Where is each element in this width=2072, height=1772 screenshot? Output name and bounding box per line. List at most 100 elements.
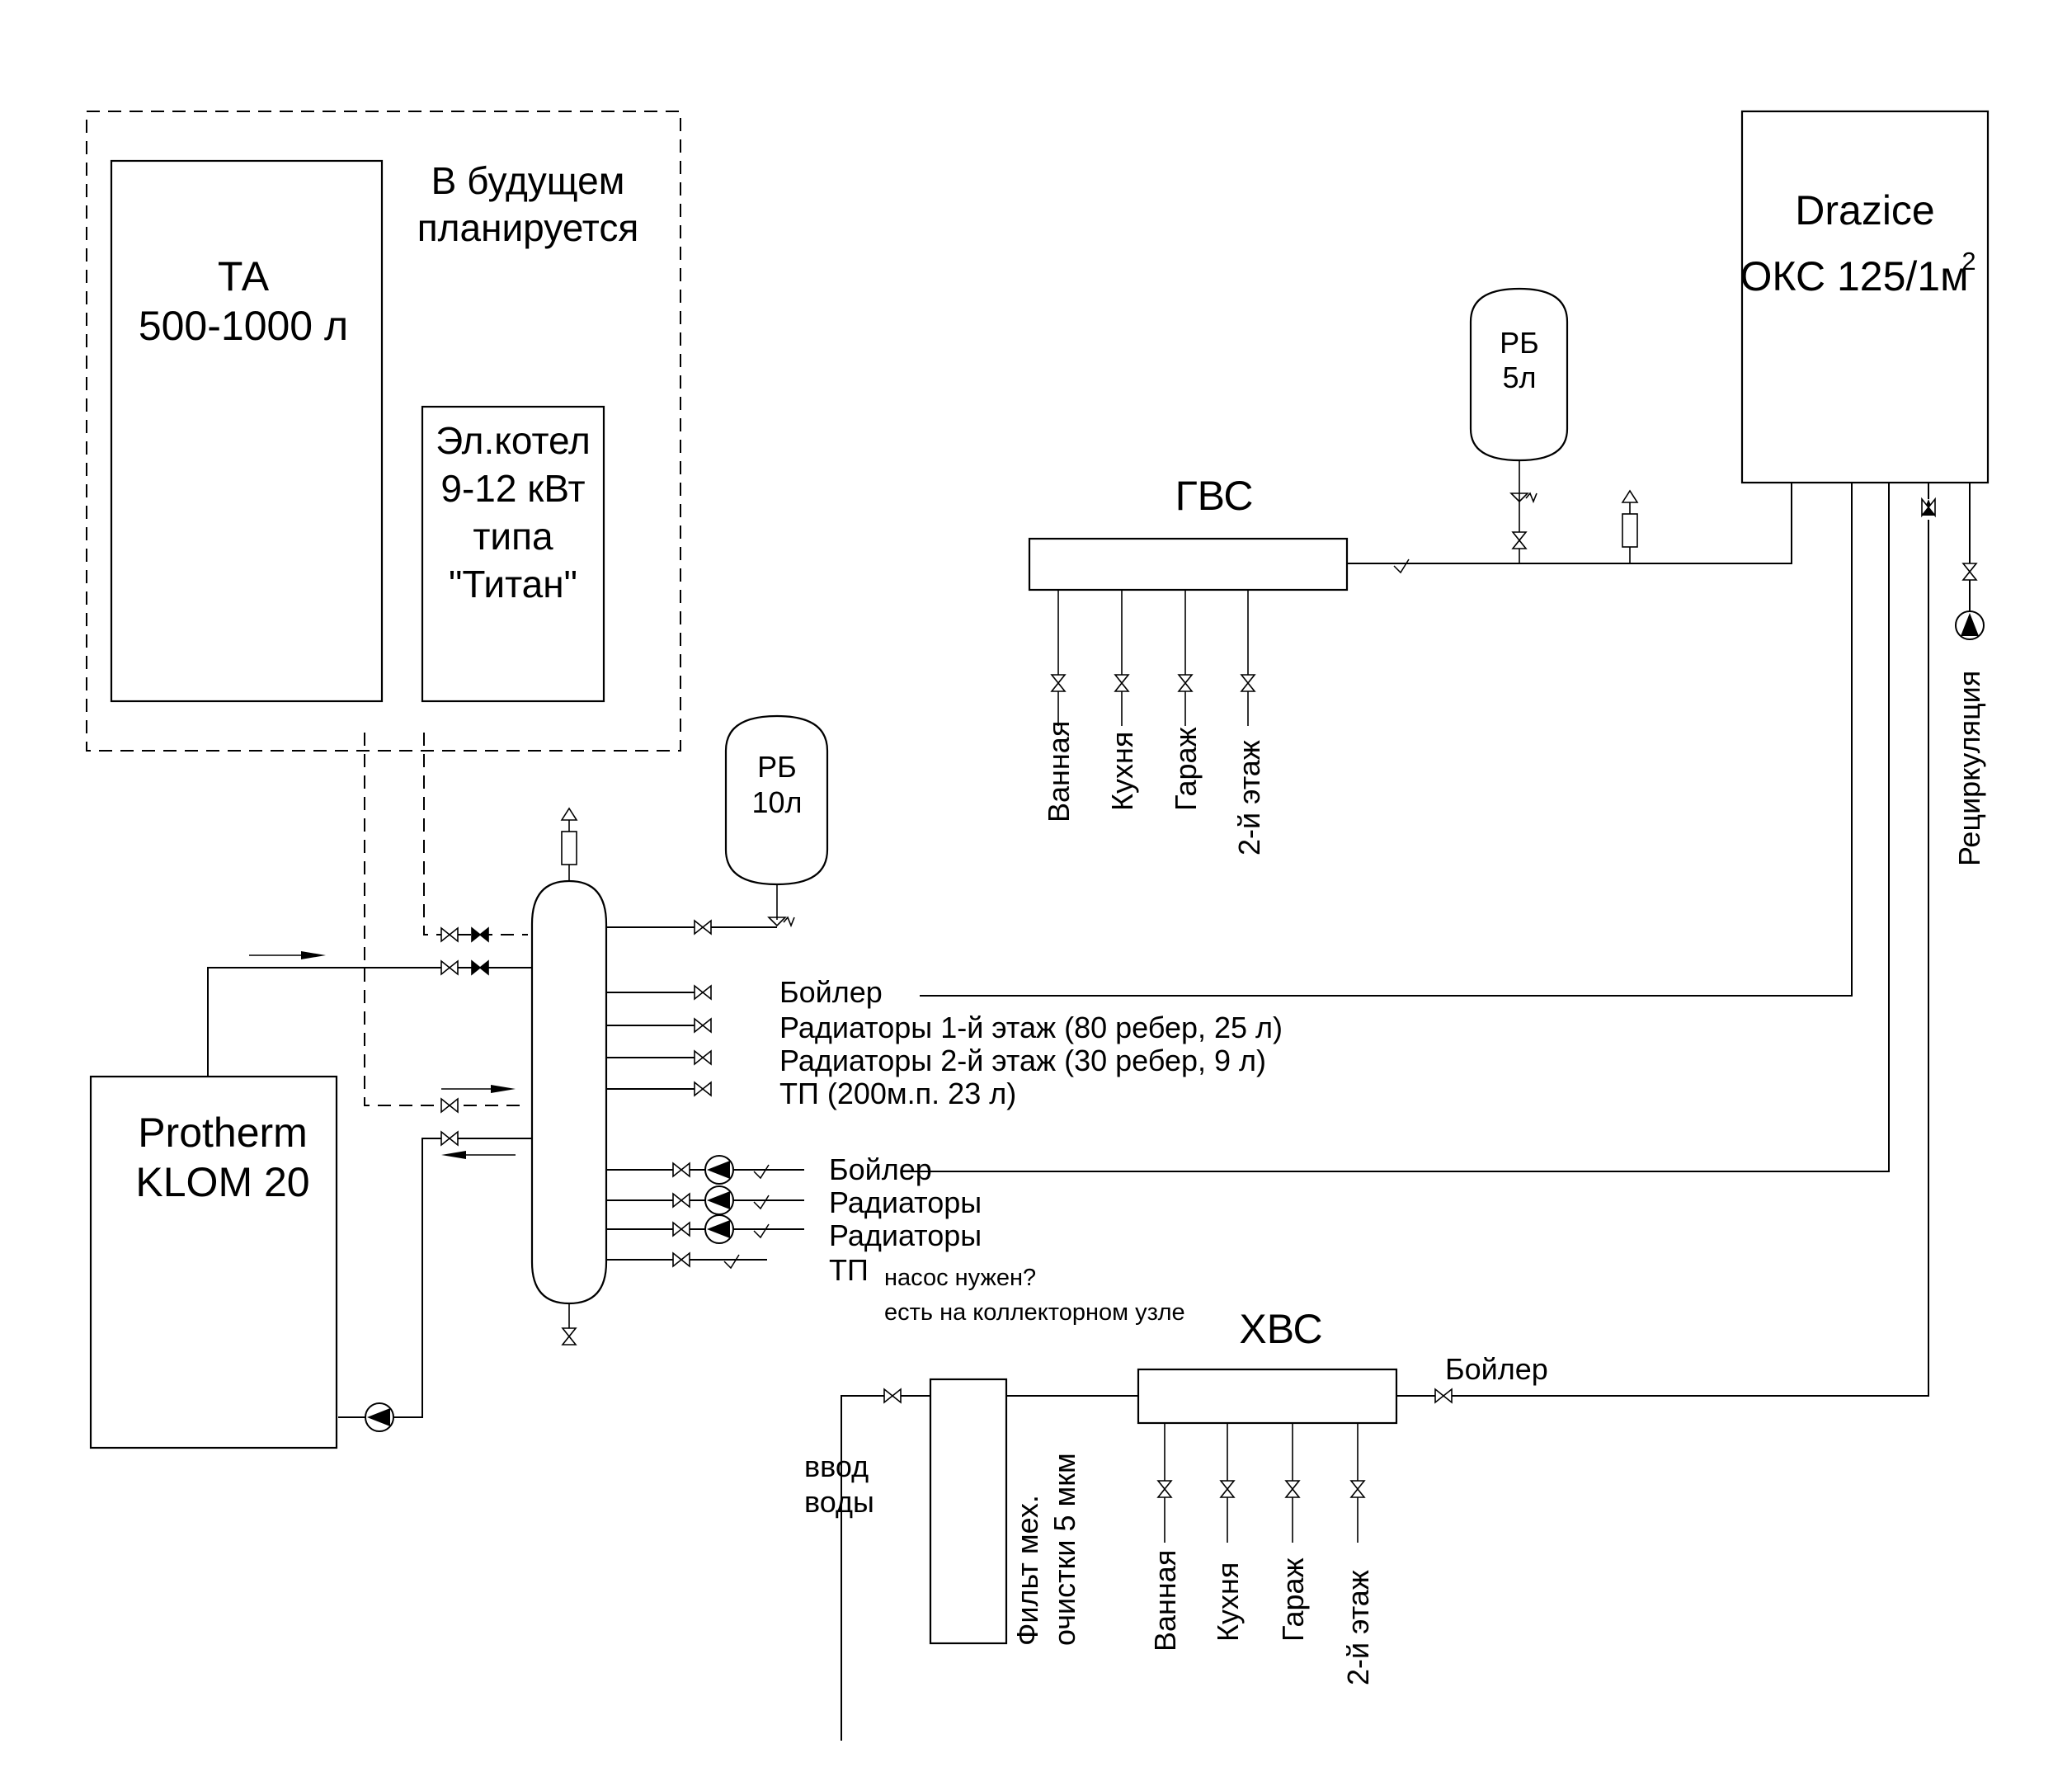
dhw-hot-check-icon	[1393, 558, 1410, 573]
future-return-valve-icon[interactable]	[440, 1098, 459, 1113]
upper-output-label-1: Бойлер	[779, 975, 883, 1009]
hot-outlet-label-1: Ванная	[1042, 721, 1076, 822]
cold-boiler-label: Бойлер	[1445, 1352, 1548, 1386]
hot-outlet-label-3: Гараж	[1169, 727, 1203, 811]
electric-boiler-line2: 9-12 кВт	[440, 467, 585, 510]
water-inlet-line1: ввод	[804, 1449, 869, 1483]
gas-boiler-line1: Protherm	[138, 1110, 308, 1156]
expansion-tank-dhw-line1: РБ	[1500, 326, 1539, 360]
hot-outlet-valve-4-icon[interactable]	[1241, 674, 1255, 692]
cold-outlet-label-1: Ванная	[1148, 1550, 1182, 1652]
boiler-return-valve-icon[interactable]	[440, 1131, 459, 1146]
expansion-tank-dhw-valve-icon[interactable]	[1512, 531, 1527, 549]
lower-output-check-3-icon	[753, 1223, 770, 1238]
cold-outlet-valve-4-icon[interactable]	[1350, 1480, 1365, 1498]
dhw-tank-line2: ОКС 125/1м	[1740, 253, 1969, 299]
lower-output-label-3: Радиаторы	[829, 1218, 982, 1252]
lower-output-valve-1-icon[interactable]	[672, 1162, 690, 1177]
dhw-air-vent-icon	[1622, 490, 1638, 564]
boiler-supply-pipe	[207, 967, 532, 1077]
electric-boiler-line3: типа	[473, 515, 553, 558]
boiler-return-pipe	[379, 1138, 532, 1418]
pump-note-line1: насос нужен?	[884, 1265, 1036, 1291]
expansion-tank-heating-valve-icon[interactable]	[694, 920, 712, 935]
boiler-supply-valve-icon[interactable]	[440, 960, 459, 975]
future-group-title-line1: В будущем	[431, 159, 625, 202]
cold-inlet-flow-arrow-icon	[1921, 497, 1936, 518]
expansion-tank-heating-line1: РБ	[757, 750, 797, 784]
hot-outlet-label-2: Кухня	[1105, 732, 1139, 811]
future-supply-check-valve-icon	[471, 927, 489, 942]
hot-outlet-valve-2-icon[interactable]	[1114, 674, 1129, 692]
lower-output-check-1-icon	[753, 1164, 770, 1179]
cold-outlet-valve-3-icon[interactable]	[1285, 1480, 1300, 1498]
upper-output-label-4: ТП (200м.п. 23 л)	[779, 1077, 1016, 1110]
lower-output-check-2-icon	[753, 1195, 770, 1209]
accumulator-tank-line1: ТА	[218, 253, 270, 299]
expansion-tank-dhw: РБ 5л	[1469, 287, 1569, 563]
pump-note-line2: есть на коллекторном узле	[884, 1299, 1185, 1326]
dhw-tank: Drazice ОКС 125/1м 2	[1740, 110, 1990, 484]
future-group-title-line2: планируется	[417, 206, 639, 249]
upper-output-valve-2-icon[interactable]	[694, 1018, 712, 1033]
separator-drain-valve-icon[interactable]	[562, 1327, 577, 1345]
lower-output-valve-4-icon[interactable]	[672, 1252, 690, 1267]
cold-outlet-label-2: Кухня	[1211, 1562, 1245, 1642]
separator-lower-outputs: Бойлер Радиаторы Радиаторы ТП насос нуже…	[606, 1152, 1185, 1326]
cold-water-manifold: ХВС Ванная Кухня Гараж 2-й этаж Бойлер	[1137, 1306, 1548, 1685]
cold-outlet-valve-2-icon[interactable]	[1220, 1480, 1235, 1498]
hot-outlet-valve-3-icon[interactable]	[1178, 674, 1193, 692]
flow-arrow-supply-icon	[249, 951, 326, 959]
boiler-coil-supply-pipe	[920, 483, 1853, 997]
boiler-coil-return-pipe	[906, 483, 1890, 1172]
upper-output-valve-1-icon[interactable]	[694, 985, 712, 1000]
upper-output-valve-4-icon[interactable]	[694, 1082, 712, 1096]
lower-output-valve-3-icon[interactable]	[672, 1222, 690, 1237]
future-supply-pipe	[423, 733, 528, 935]
expansion-tank-heating-line2: 10л	[751, 785, 802, 819]
gas-boiler: Protherm KLOM 20	[89, 1075, 338, 1449]
lower-output-valve-2-icon[interactable]	[672, 1193, 690, 1208]
upper-output-label-3: Радиаторы 2-й этаж (30 ребер, 9 л)	[779, 1044, 1266, 1077]
separator-upper-outputs: Бойлер Радиаторы 1-й этаж (80 ребер, 25 …	[606, 975, 1283, 1110]
hot-outlet-label-4: 2-й этаж	[1232, 740, 1266, 855]
accumulator-tank: ТА 500-1000 л	[110, 159, 384, 703]
lower-output-check-4-icon	[723, 1254, 740, 1269]
hydraulic-separator	[530, 808, 608, 1345]
hot-water-manifold: ГВС Ванная Кухня Гараж 2-й этаж	[1028, 473, 1349, 855]
cold-outlet-label-4: 2-й этаж	[1341, 1570, 1375, 1685]
flow-arrow-future-icon	[441, 1085, 516, 1093]
upper-output-valve-3-icon[interactable]	[694, 1050, 712, 1065]
separator-air-vent-icon	[561, 808, 577, 882]
electric-boiler: Эл.котел 9-12 кВт типа "Титан"	[421, 405, 605, 703]
cold-outlet-valve-1-icon[interactable]	[1157, 1480, 1172, 1498]
future-supply-valve-icon[interactable]	[440, 927, 459, 942]
lower-output-pump-2-icon	[704, 1185, 734, 1215]
lower-output-label-4: ТП	[829, 1253, 869, 1287]
water-inlet-valve-icon[interactable]	[883, 1388, 902, 1403]
hot-outlet-valve-1-icon[interactable]	[1051, 674, 1066, 692]
boiler-supply-check-valve-icon	[471, 960, 489, 975]
recirculation-valve-icon[interactable]	[1962, 563, 1977, 581]
recirculation-label: Рециркуляция	[1952, 671, 1986, 866]
upper-output-label-2: Радиаторы 1-й этаж (80 ребер, 25 л)	[779, 1011, 1283, 1044]
filter-line1: Фильт мех.	[1010, 1495, 1044, 1646]
dhw-hot-pipe	[1347, 483, 1792, 564]
lower-output-label-1: Бойлер	[829, 1152, 932, 1186]
recirculation-pump-icon	[1955, 610, 1985, 640]
filter-line2: очистки 5 мкм	[1048, 1453, 1081, 1646]
dhw-tank-line1: Drazice	[1795, 187, 1934, 233]
cold-to-dhw-pipe	[1396, 520, 1929, 1397]
lower-output-pump-3-icon	[704, 1214, 734, 1244]
accumulator-tank-line2: 500-1000 л	[139, 303, 348, 349]
electric-boiler-line4: "Титан"	[449, 563, 577, 606]
future-planned-group: В будущем планируется ТА 500-1000 л Эл.к…	[86, 111, 681, 1106]
hot-water-manifold-title: ГВС	[1175, 473, 1254, 519]
water-inlet-line2: воды	[804, 1485, 874, 1519]
mechanical-filter: Фильт мех. очистки 5 мкм	[929, 1378, 1138, 1646]
cold-outlet-label-3: Гараж	[1276, 1558, 1310, 1642]
cold-boiler-valve-icon[interactable]	[1434, 1388, 1453, 1403]
boiler-pump-icon	[365, 1402, 394, 1432]
separator-inputs	[207, 927, 532, 1432]
dhw-tank-superscript: 2	[1961, 247, 1975, 276]
